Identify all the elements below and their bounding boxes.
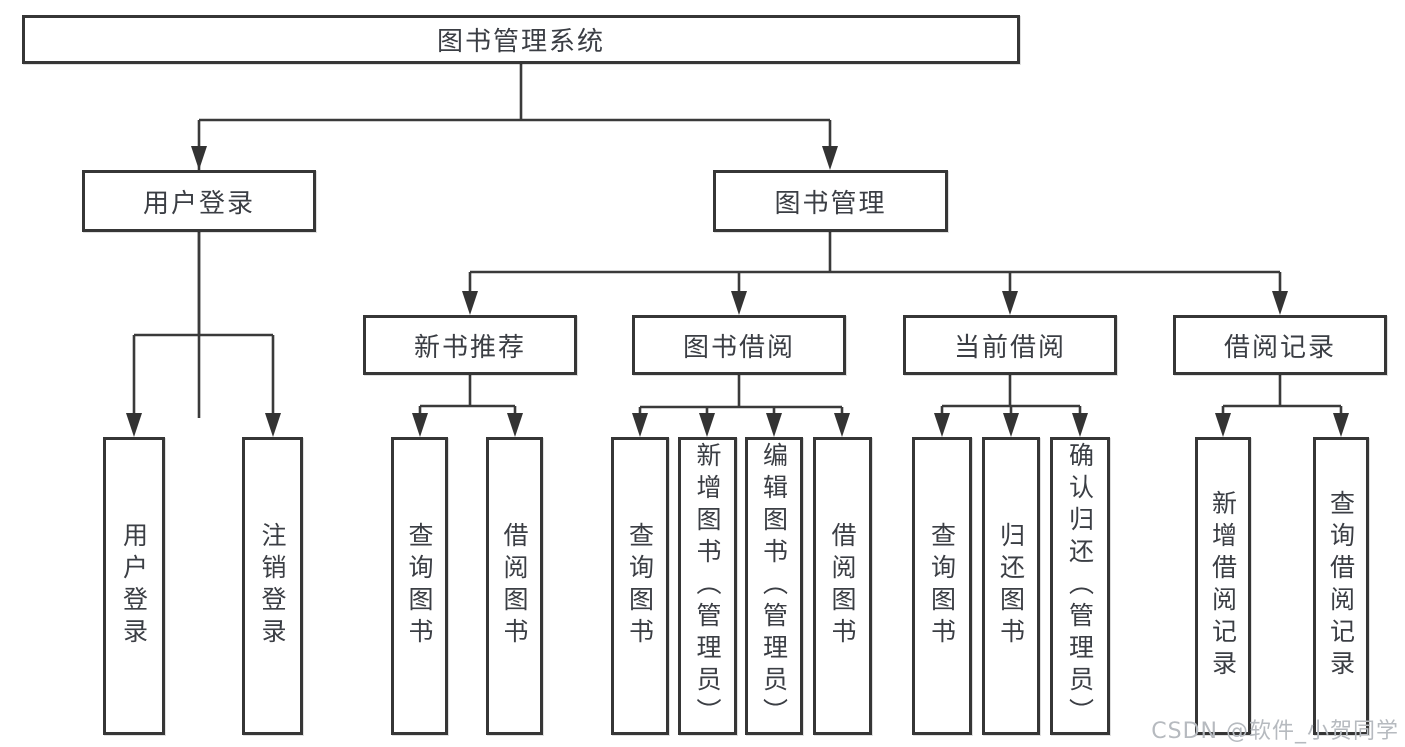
- node-label: 查询图书: [927, 522, 957, 650]
- leaf-return-books: 归还图书: [982, 437, 1040, 735]
- leaf-borrow-books-borrow: 借阅图书: [813, 437, 872, 735]
- node-label: 用户登录: [142, 188, 255, 219]
- node-label: 编辑图书（管理员）: [759, 442, 789, 730]
- leaf-query-books-current: 查询图书: [912, 437, 972, 735]
- arrowheads: [126, 146, 1349, 437]
- node-label: 查询借阅记录: [1326, 490, 1356, 682]
- leaf-query-borrow-record: 查询借阅记录: [1313, 437, 1369, 735]
- node-label: 查询图书: [625, 522, 655, 650]
- leaf-add-books-admin: 新增图书（管理员）: [678, 437, 737, 735]
- node-label: 确认归还（管理员）: [1065, 442, 1095, 730]
- leaf-query-books-recommend: 查询图书: [391, 437, 448, 735]
- leaf-borrow-books-recommend: 借阅图书: [486, 437, 543, 735]
- node-book-management-group: 图书管理: [713, 170, 948, 232]
- leaf-edit-books-admin: 编辑图书（管理员）: [745, 437, 803, 735]
- node-label: 新书推荐: [413, 332, 526, 363]
- leaf-logout: 注销登录: [242, 437, 303, 735]
- node-borrow-records: 借阅记录: [1173, 315, 1387, 375]
- node-label: 图书借阅: [682, 332, 795, 363]
- node-label: 图书管理: [774, 188, 887, 219]
- leaf-query-books-borrow: 查询图书: [611, 437, 669, 735]
- node-label: 用户登录: [119, 522, 149, 650]
- node-label: 当前借阅: [953, 332, 1066, 363]
- node-label: 借阅图书: [500, 522, 529, 650]
- node-label: 归还图书: [996, 522, 1026, 650]
- leaf-add-borrow-record: 新增借阅记录: [1195, 437, 1251, 735]
- node-root-system: 图书管理系统: [22, 15, 1020, 64]
- node-current-borrow: 当前借阅: [903, 315, 1117, 375]
- node-new-book-recommend: 新书推荐: [363, 315, 577, 375]
- node-label: 注销登录: [258, 522, 287, 650]
- node-label: 图书管理系统: [436, 27, 605, 57]
- node-label: 新增借阅记录: [1208, 490, 1238, 682]
- node-label: 新增图书（管理员）: [693, 442, 722, 730]
- node-book-borrow: 图书借阅: [632, 315, 846, 375]
- node-label: 借阅图书: [828, 522, 857, 650]
- leaf-user-login: 用户登录: [103, 437, 165, 735]
- leaf-confirm-return-admin: 确认归还（管理员）: [1050, 437, 1110, 735]
- node-label: 查询图书: [405, 522, 434, 650]
- node-user-login-group: 用户登录: [82, 170, 316, 232]
- csdn-watermark: CSDN @软件_小贺同学: [1151, 719, 1399, 744]
- node-label: 借阅记录: [1223, 332, 1336, 363]
